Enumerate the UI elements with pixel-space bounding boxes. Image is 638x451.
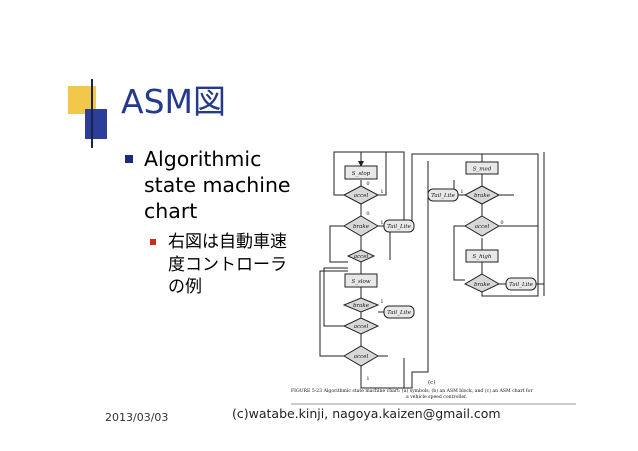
branch-label: 0: [500, 220, 503, 226]
decision-label: brake: [474, 282, 491, 288]
asm-chart-figure: S_stop S_slow S_med S_high accel brake a…: [291, 151, 576, 405]
decision-label: brake: [353, 224, 370, 230]
output-label: Tail_Lite: [509, 282, 533, 288]
decision-label: accel: [354, 254, 369, 260]
sub-bullet-text-example: 右図は自動車速度コントローラの例: [168, 232, 287, 297]
decision-label: accel: [475, 224, 490, 230]
branch-label: 0: [366, 211, 369, 217]
state-label: S_slow: [351, 279, 370, 285]
bullet-text-asm: Algorithmic state machine chart: [144, 147, 291, 223]
branch-label: 0: [366, 181, 369, 187]
decision-label: brake: [353, 303, 370, 309]
slide-date: 2013/03/03: [105, 411, 169, 424]
figure-caption: FIGURE 5-23 Algorithmic state machine ch…: [291, 387, 533, 394]
output-label: Tail_Lite: [387, 224, 411, 230]
panel-label: (c): [428, 379, 435, 386]
branch-label: 1: [460, 189, 463, 195]
state-label: S_high: [473, 254, 492, 260]
figure-caption-line2: a vehicle speed controller.: [406, 394, 468, 400]
slide-footer: (c)watabe.kinji, nagoya.kaizen@gmail.com: [232, 406, 501, 421]
decision-label: brake: [474, 193, 491, 199]
state-label: S_stop: [352, 171, 371, 177]
bullet-marker: [125, 155, 133, 163]
branch-label: 1: [380, 189, 383, 195]
decision-label: accel: [354, 354, 369, 360]
decision-label: accel: [354, 324, 369, 330]
branch-label: 1: [380, 220, 383, 226]
sub-bullet-marker: [150, 239, 156, 245]
accent-vertical-line: [91, 79, 93, 148]
branch-label: 1: [366, 376, 369, 382]
decision-label: accel: [354, 193, 369, 199]
output-label: Tail_Lite: [431, 193, 455, 199]
state-label: S_med: [473, 167, 492, 173]
accent-square-blue: [85, 109, 107, 139]
branch-label: 1: [380, 299, 383, 305]
output-label: Tail_Lite: [387, 310, 411, 316]
slide-title: ASM図: [121, 82, 226, 121]
